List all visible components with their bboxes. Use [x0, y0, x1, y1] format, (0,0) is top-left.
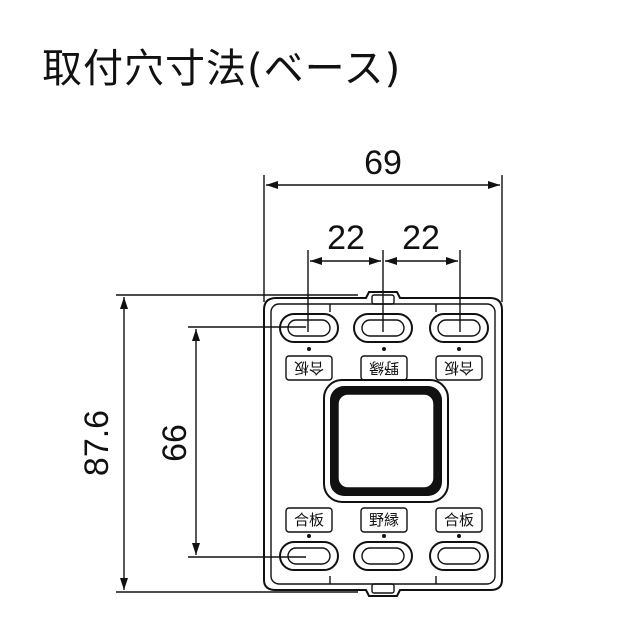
label-bottom-right: 合板: [435, 507, 483, 533]
svg-text:野縁: 野縁: [369, 359, 399, 377]
svg-text:合板: 合板: [444, 359, 474, 377]
dimension-label-height-holes: 66: [156, 424, 194, 462]
center-opening: [323, 379, 449, 503]
dimension-height-66: 66: [156, 326, 306, 558]
label-bottom-center: 野縁: [360, 507, 408, 533]
label-top-right: 合板: [435, 355, 483, 381]
mounting-hole-top-center: [353, 313, 413, 343]
base-plate: 合板 野縁 合板 合板 野縁 合板: [263, 291, 503, 597]
dimension-label-width: 69: [364, 144, 402, 182]
dimension-label-height-total: 87.6: [78, 410, 116, 476]
pin-dot: [307, 534, 311, 538]
pin-dot: [307, 347, 311, 351]
dimension-label-pitch-left: 22: [327, 219, 365, 257]
dimension-label-pitch-right: 22: [402, 219, 440, 257]
mounting-hole-bottom-right: [429, 541, 489, 571]
pin-dot: [457, 534, 461, 538]
pin-dot: [457, 347, 461, 351]
dimension-height-87-6: 87.6: [78, 294, 358, 593]
mounting-hole-bottom-left: [279, 541, 339, 571]
svg-text:合板: 合板: [294, 511, 324, 529]
label-top-left: 合板: [285, 355, 333, 381]
label-bottom-left: 合板: [285, 507, 333, 533]
mounting-hole-top-right: [429, 313, 489, 343]
page-title: 取付穴寸法(ベース): [42, 46, 402, 92]
pin-dot: [382, 534, 386, 538]
pin-dot: [382, 347, 386, 351]
svg-text:合板: 合板: [294, 359, 324, 377]
svg-text:合板: 合板: [444, 511, 474, 529]
dimension-width-69: 69: [263, 144, 503, 302]
mounting-hole-top-left: [279, 313, 339, 343]
label-top-center: 野縁: [360, 355, 408, 381]
mounting-hole-bottom-center: [353, 541, 413, 571]
svg-text:野縁: 野縁: [369, 511, 399, 529]
dimension-pitch-22: 22 22: [307, 219, 461, 332]
